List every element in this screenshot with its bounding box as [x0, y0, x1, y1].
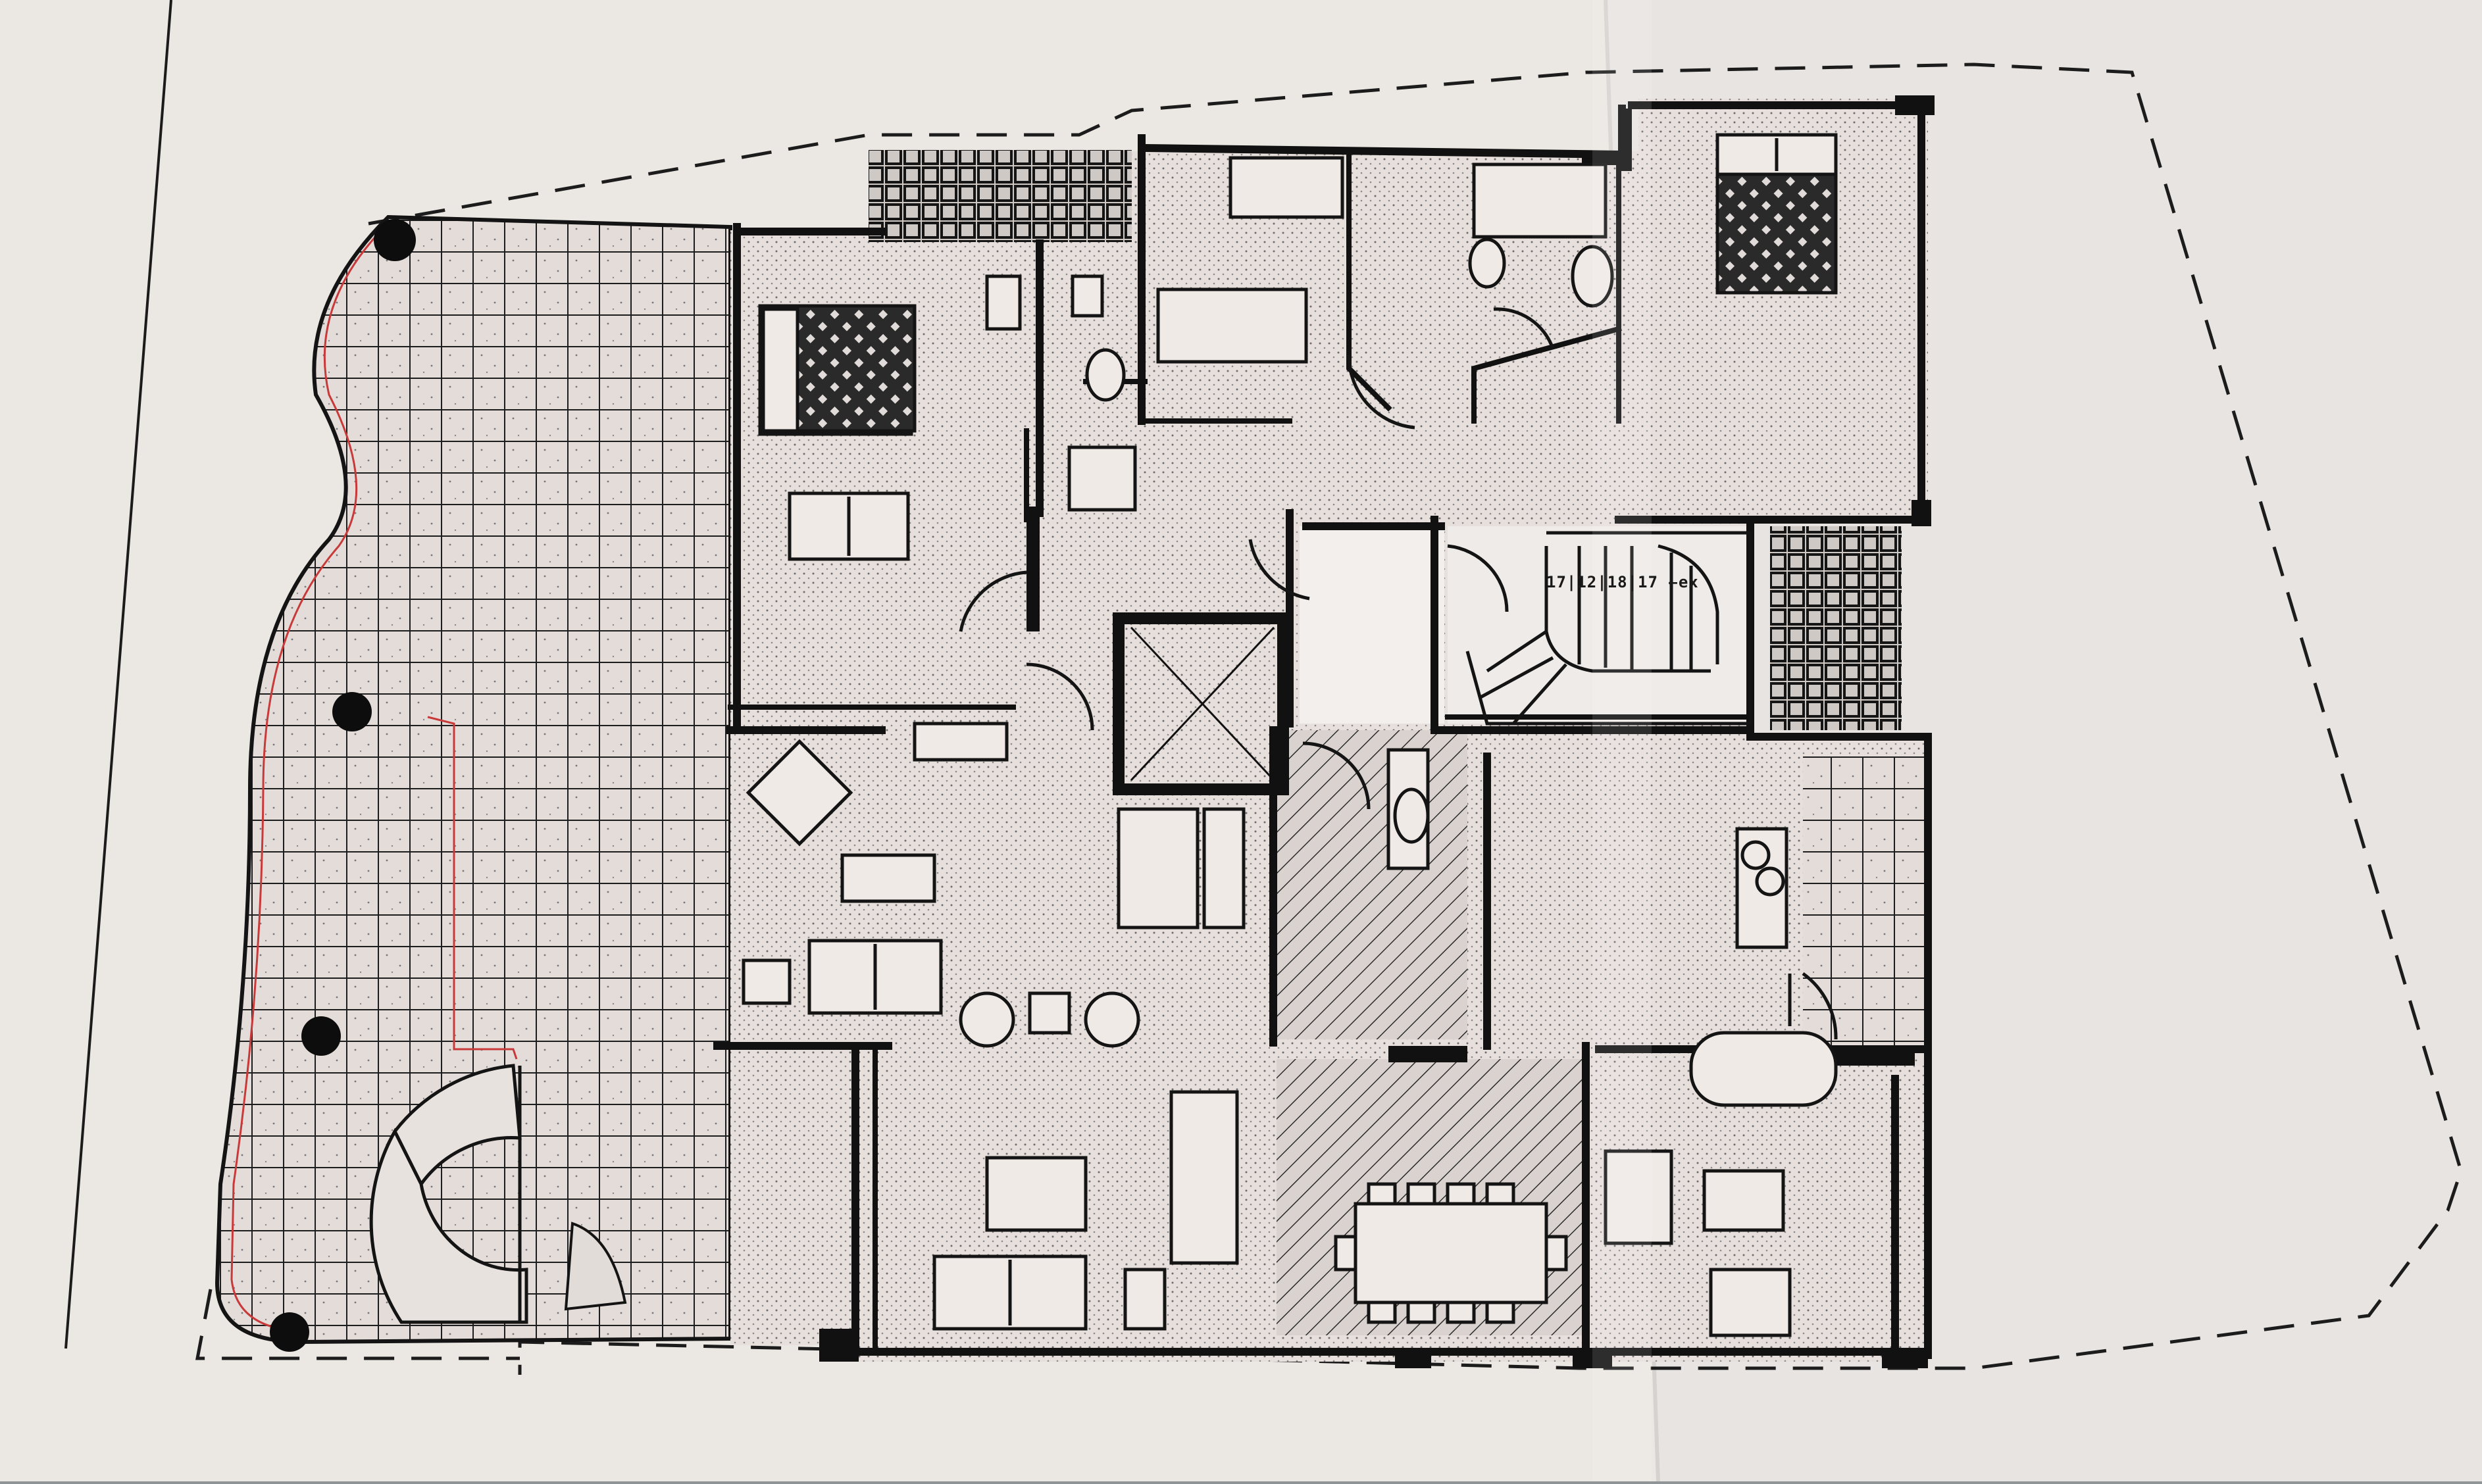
stair-numbers: 17|12|18|17 — [1546, 573, 1658, 591]
terrace — [215, 214, 732, 1352]
stair-suffix: ←ex — [1668, 573, 1699, 591]
furniture — [742, 133, 1838, 1337]
door-swings — [959, 307, 1838, 1040]
stair-core — [1465, 531, 1752, 726]
stair-dimension-label: 17|12|18|17 ←ex — [1546, 573, 1699, 591]
walls — [713, 95, 1935, 1368]
